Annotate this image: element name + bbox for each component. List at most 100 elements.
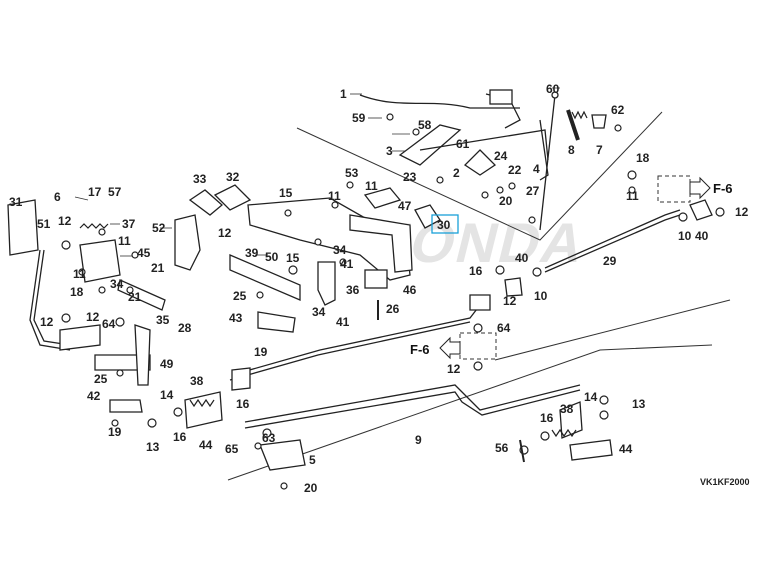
callouts: 1 2 3 4 5 6 7 8 9 10 10 11 11 11 11 11 1…: [9, 82, 749, 495]
callout-49: 49: [160, 357, 174, 371]
left-lever-assembly: [7, 199, 713, 471]
top-linkage: [359, 89, 607, 231]
callout-41b: 41: [336, 315, 350, 329]
callout-18b: 18: [636, 151, 650, 165]
callout-13a: 13: [146, 440, 160, 454]
callout-3: 3: [386, 144, 393, 158]
callout-34a: 34: [110, 277, 124, 291]
callout-23: 23: [403, 170, 417, 184]
callout-44a: 44: [199, 438, 213, 452]
callout-17: 17: [88, 185, 102, 199]
callout-42: 42: [87, 389, 101, 403]
ref-label-left: F-6: [410, 342, 430, 357]
callout-12d: 12: [218, 226, 232, 240]
callout-21a: 21: [151, 261, 165, 275]
callout-25a: 25: [94, 372, 108, 386]
callout-60: 60: [546, 82, 560, 96]
callout-39: 39: [245, 246, 259, 260]
callout-46: 46: [403, 283, 417, 297]
highlight-box: [431, 214, 459, 234]
callout-44b: 44: [619, 442, 633, 456]
callout-21b: 21: [128, 290, 142, 304]
callout-16c: 16: [540, 411, 554, 425]
callout-12g: 12: [735, 205, 749, 219]
springs: [79, 110, 588, 463]
callout-64a: 64: [102, 317, 116, 331]
ref-label-right: F-6: [713, 181, 733, 196]
callout-38b: 38: [560, 402, 574, 416]
callout-2: 2: [453, 166, 460, 180]
callout-38a: 38: [190, 374, 204, 388]
callout-20b: 20: [304, 481, 318, 495]
callout-12a: 12: [58, 214, 72, 228]
callout-30: 30: [437, 218, 451, 232]
callout-26: 26: [386, 302, 400, 316]
callout-45: 45: [137, 246, 151, 260]
callout-12c: 12: [86, 310, 100, 324]
callout-15a: 15: [279, 186, 293, 200]
callout-37: 37: [122, 217, 136, 231]
drawing-code: VK1KF2000: [700, 477, 750, 487]
callout-57: 57: [108, 185, 122, 199]
callout-4: 4: [533, 162, 540, 176]
callout-40a: 40: [515, 251, 529, 265]
callout-43: 43: [229, 311, 243, 325]
callout-12f: 12: [447, 362, 461, 376]
callout-14a: 14: [160, 388, 174, 402]
callout-13b: 13: [632, 397, 646, 411]
callout-9: 9: [415, 433, 422, 447]
callout-36: 36: [346, 283, 360, 297]
callout-56: 56: [495, 441, 509, 455]
callout-65: 65: [225, 442, 239, 456]
ref-marker-right: F-6: [657, 175, 733, 203]
callout-11d: 11: [365, 179, 378, 193]
callout-16d: 16: [469, 264, 483, 278]
callout-22: 22: [508, 163, 522, 177]
callout-50: 50: [265, 250, 279, 264]
callout-25b: 25: [233, 289, 247, 303]
callout-28: 28: [178, 321, 192, 335]
callout-27: 27: [526, 184, 540, 198]
callout-16b: 16: [236, 397, 250, 411]
ref-marker-left: F-6: [410, 332, 497, 360]
callout-40b: 40: [695, 229, 709, 243]
callout-51: 51: [37, 217, 51, 231]
callout-16a: 16: [173, 430, 187, 444]
callout-8: 8: [568, 143, 575, 157]
callout-11b: 11: [73, 267, 86, 281]
callout-63: 63: [262, 431, 276, 445]
callout-31: 31: [9, 195, 23, 209]
callout-20a: 20: [499, 194, 513, 208]
callout-12b: 12: [40, 315, 54, 329]
callout-59: 59: [352, 111, 366, 125]
callout-12e: 12: [503, 294, 517, 308]
callout-11c: 11: [328, 189, 341, 203]
callout-34b: 34: [333, 243, 347, 257]
control-plate: [174, 184, 441, 306]
callout-19a: 19: [108, 425, 122, 439]
callout-5: 5: [309, 453, 316, 467]
callout-14b: 14: [584, 390, 598, 404]
callout-64b: 64: [497, 321, 511, 335]
callout-61: 61: [456, 137, 470, 151]
callout-1: 1: [340, 87, 347, 101]
callout-33: 33: [193, 172, 207, 186]
leader-lines: [74, 87, 560, 257]
callout-29: 29: [603, 254, 617, 268]
callout-32: 32: [226, 170, 240, 184]
callout-53: 53: [345, 166, 359, 180]
callout-15b: 15: [286, 251, 300, 265]
callout-52: 52: [152, 221, 166, 235]
callout-6: 6: [54, 190, 61, 204]
main-rods: [29, 209, 681, 429]
callout-47: 47: [398, 199, 412, 213]
callout-24: 24: [494, 149, 508, 163]
callout-58: 58: [418, 118, 432, 132]
callout-62: 62: [611, 103, 625, 117]
callout-34c: 34: [312, 305, 326, 319]
callout-10a: 10: [534, 289, 548, 303]
callout-11a: 11: [118, 234, 131, 248]
callout-19b: 19: [254, 345, 268, 359]
callout-35: 35: [156, 313, 170, 327]
